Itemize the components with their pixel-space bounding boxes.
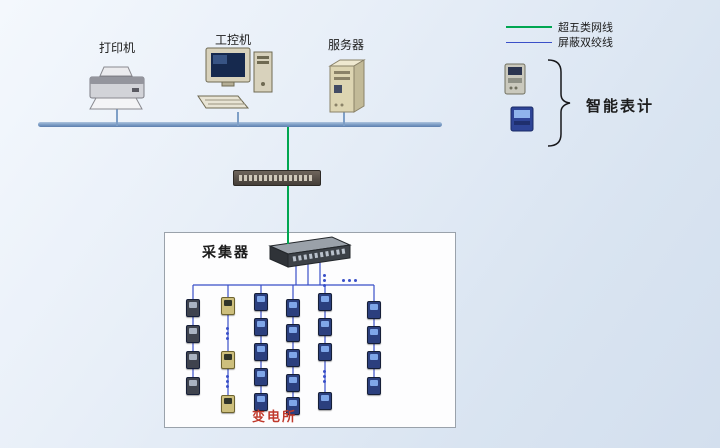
brace-icon (547, 59, 571, 147)
legend-label-stp: 屏蔽双绞线 (558, 36, 613, 49)
legend-label-cat5e: 超五类网线 (558, 21, 613, 34)
printer-icon (82, 64, 152, 116)
smart-meter-type1-icon (502, 62, 528, 100)
server-label: 服务器 (328, 38, 365, 52)
smart-meters-label: 智能表计 (586, 97, 655, 115)
legend-line-blue (506, 41, 552, 43)
switch-ports (239, 175, 312, 181)
collector-label: 采集器 (202, 245, 250, 261)
switch-icon (233, 170, 321, 186)
legend-item-stp: 屏蔽双绞线 (506, 34, 613, 50)
smart-meter-type2-icon (508, 104, 536, 138)
network-bus-line (38, 122, 442, 127)
server-icon (322, 54, 374, 120)
industrial-pc-icon (196, 46, 280, 116)
printer-label: 打印机 (99, 41, 136, 55)
legend-line-green (506, 26, 552, 28)
substation-label: 变电所 (252, 410, 298, 425)
industrial-pc-label: 工控机 (215, 33, 252, 47)
legend-item-cat5e: 超五类网线 (506, 19, 613, 35)
